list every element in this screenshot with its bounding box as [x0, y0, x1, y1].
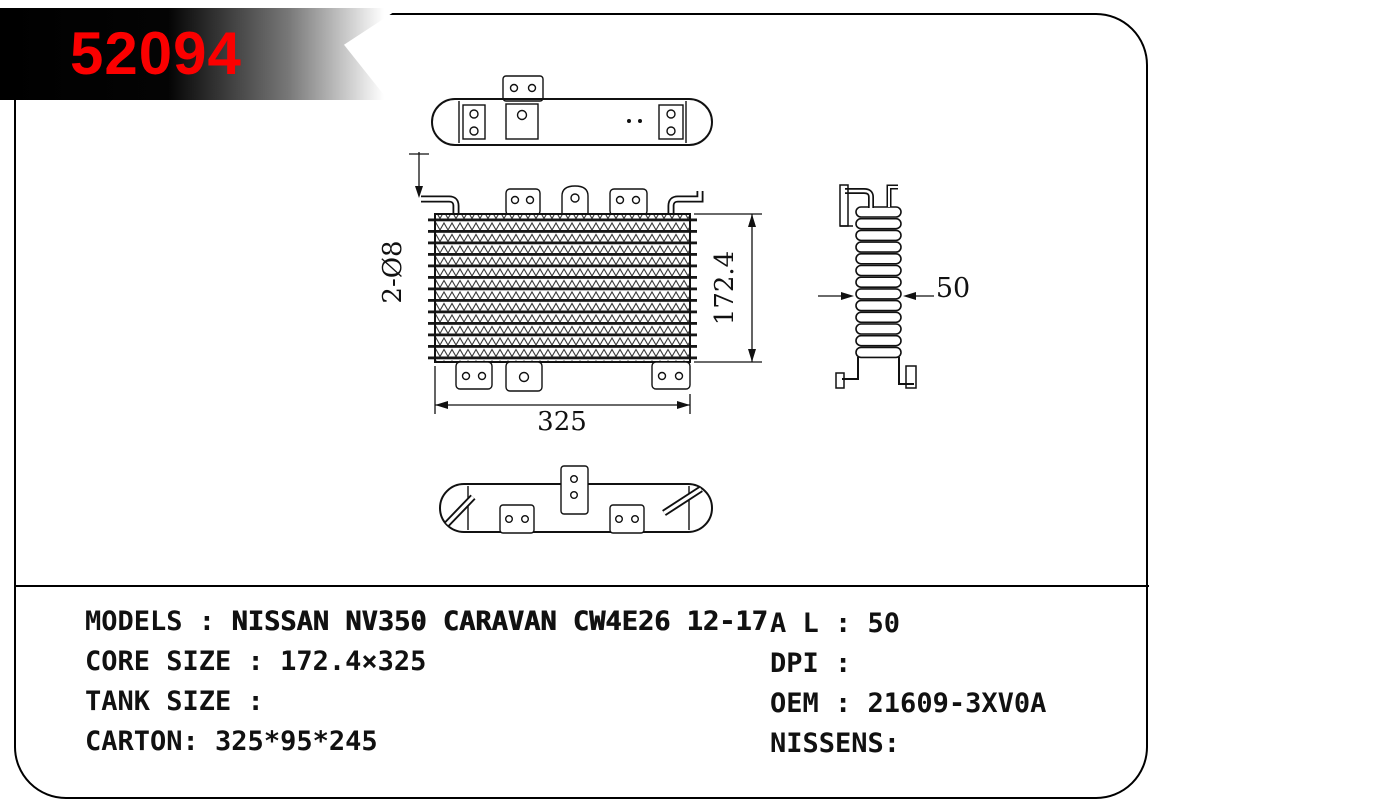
- dimension-lines: 2-Ø8 172.4 325: [378, 152, 762, 437]
- spec-core-size: CORE SIZE : 172.4×325: [85, 642, 768, 682]
- spec-al-value: 50: [867, 608, 901, 639]
- spec-carton-label: CARTON:: [85, 726, 216, 757]
- dim-width-label: 325: [537, 407, 587, 437]
- spec-nissens: NISSENS:: [770, 724, 1046, 764]
- spec-divider-line: [14, 585, 1149, 587]
- dim-depth-label: 50: [936, 273, 970, 304]
- front-view-drawing: [421, 185, 704, 392]
- spec-core-size-label: CORE SIZE :: [85, 646, 281, 677]
- spec-dpi: DPI :: [770, 644, 1046, 684]
- spec-al: A L : 50: [770, 604, 1046, 644]
- spec-oem-value: 21609-3XV0A: [867, 688, 1047, 719]
- bottom-view-drawing: [439, 465, 713, 534]
- spec-tank-size-label: TANK SIZE :: [85, 686, 281, 717]
- spec-carton-value: 325*95*245: [215, 726, 378, 757]
- spec-oem-label: OEM :: [770, 688, 868, 719]
- dim-hole-label: 2-Ø8: [378, 240, 408, 303]
- spec-column-left: MODELS : NISSAN NV350 CARAVAN CW4E26 12-…: [85, 602, 768, 762]
- spec-dpi-label: DPI :: [770, 648, 868, 679]
- part-number-banner: 52094: [0, 8, 400, 100]
- spec-tank-size: TANK SIZE :: [85, 682, 768, 722]
- spec-models-value: NISSAN NV350 CARAVAN CW4E26 12-17: [231, 606, 768, 637]
- spec-models-label: MODELS :: [85, 606, 232, 637]
- part-number: 52094: [70, 20, 242, 87]
- spec-nissens-label: NISSENS:: [770, 728, 901, 759]
- spec-core-size-value: 172.4×325: [280, 646, 427, 677]
- spec-carton: CARTON: 325*95*245: [85, 722, 768, 762]
- spec-al-label: A L :: [770, 608, 868, 639]
- spec-column-right: A L : 50 DPI : OEM : 21609-3XV0A NISSENS…: [770, 604, 1046, 764]
- side-view-drawing: 50: [818, 184, 970, 389]
- spec-oem: OEM : 21609-3XV0A: [770, 684, 1046, 724]
- top-view-drawing: [431, 75, 713, 146]
- spec-models: MODELS : NISSAN NV350 CARAVAN CW4E26 12-…: [85, 602, 768, 642]
- dim-height-label: 172.4: [710, 251, 740, 325]
